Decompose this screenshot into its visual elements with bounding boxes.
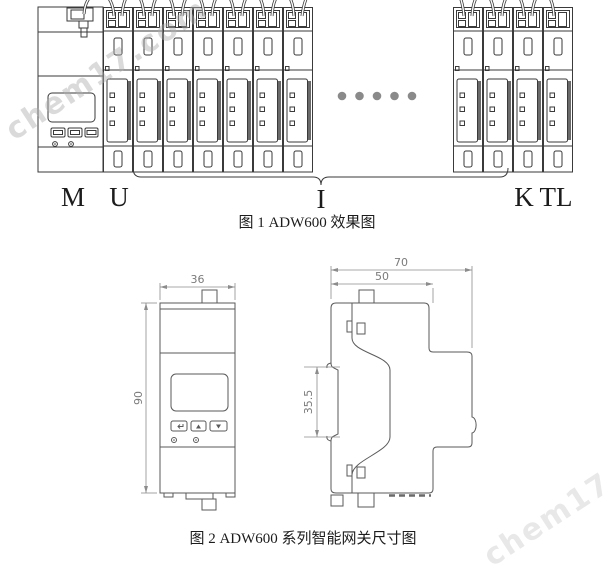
dimension-side-upper-depth: 50	[331, 270, 434, 303]
lcd-display	[47, 92, 96, 123]
ellipsis-dot	[337, 91, 347, 101]
figure1-caption: 图 1 ADW600 效果图	[238, 214, 375, 231]
svg-text:36: 36	[191, 273, 205, 286]
left-module-group	[103, 7, 313, 173]
keypad-buttons	[170, 420, 228, 432]
din-module-i	[193, 7, 223, 173]
din-module-tl	[543, 7, 573, 173]
dimension-side-depth: 70	[330, 256, 473, 348]
din-module-i	[453, 7, 483, 173]
side-view: 70 50 35.5	[302, 256, 477, 508]
din-module-i	[223, 7, 253, 173]
label-module-m: M	[61, 182, 85, 212]
ellipsis-dot	[407, 91, 417, 101]
svg-text:70: 70	[394, 256, 408, 269]
din-module-k	[513, 7, 543, 173]
din-module-i	[283, 7, 313, 173]
keypad-buttons	[50, 127, 99, 138]
top-mounting-tab	[358, 289, 375, 304]
i-group-brace	[132, 167, 509, 186]
svg-text:50: 50	[375, 270, 389, 283]
enter-key-icon	[177, 424, 184, 429]
ellipsis-dot	[390, 91, 399, 101]
status-leds	[52, 141, 74, 147]
svg-text:90: 90	[132, 391, 145, 405]
din-module-i	[253, 7, 283, 173]
label-module-i: I	[317, 184, 326, 214]
top-mounting-tab	[201, 289, 218, 304]
din-module-u	[103, 7, 133, 173]
din-module-i	[483, 7, 513, 173]
din-clip	[357, 492, 375, 508]
down-key-icon	[216, 424, 221, 429]
jumper-wires	[82, 0, 556, 17]
up-key-icon	[196, 424, 201, 429]
dimension-front-width: 36	[159, 273, 236, 300]
label-module-k: K	[514, 182, 534, 212]
figure2-dimension-drawing: 36 90	[132, 256, 477, 547]
din-clip	[185, 492, 214, 500]
ellipsis-dot	[355, 91, 364, 101]
dimension-front-height: 90	[132, 302, 157, 494]
status-leds	[171, 437, 199, 443]
lcd-display	[170, 373, 229, 412]
din-module-i	[163, 7, 193, 173]
front-view: 36 90	[132, 273, 236, 511]
side-profile	[330, 302, 477, 494]
svg-text:35.5: 35.5	[302, 390, 315, 415]
dimension-din-rail: 35.5	[302, 366, 340, 438]
din-module-i	[133, 7, 163, 173]
ellipsis-dots	[337, 91, 417, 101]
ellipsis-dot	[372, 91, 382, 101]
right-module-group	[453, 7, 573, 173]
main-gateway-module	[37, 6, 104, 173]
label-module-u: U	[109, 182, 129, 212]
label-module-tl: TL	[540, 182, 573, 212]
figure1-effect-diagram: M U I K TL 图 1 ADW600 效果图	[37, 0, 573, 231]
figure2-caption: 图 2 ADW600 系列智能网关尺寸图	[189, 529, 416, 547]
